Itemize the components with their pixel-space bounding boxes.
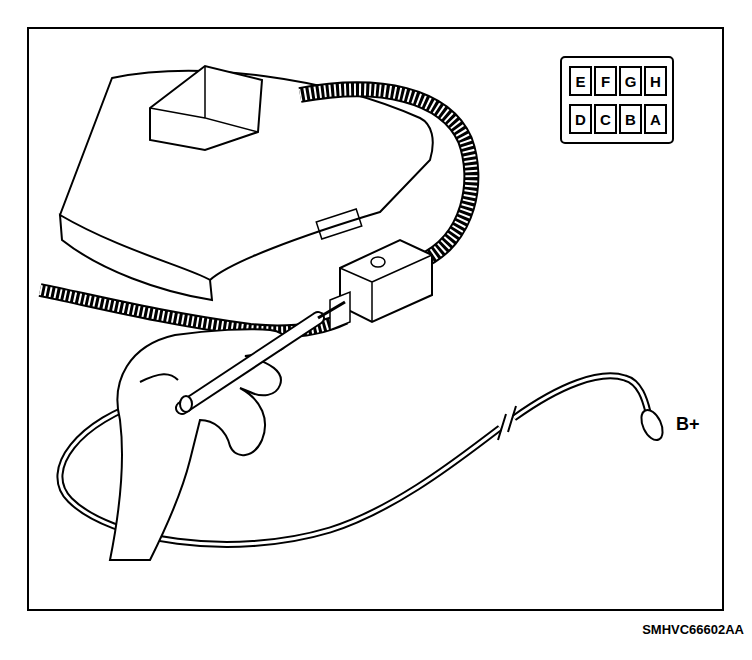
pin-letter: D [575,112,586,127]
connector-face [561,57,673,143]
test-probe-body [182,318,318,408]
break-mark [498,406,516,440]
pin-cell: C [594,104,617,134]
pin-letter: G [625,74,637,89]
test-lead [514,376,648,418]
terminal-label: B+ [676,414,700,435]
connector-rear [330,292,350,330]
pin-cell: H [644,66,667,96]
pin-letter: F [601,74,610,89]
connector-body [340,240,432,322]
harness-ribs [300,89,471,262]
pin-cell: F [594,66,617,96]
pin-letter: C [600,112,611,127]
test-lead-core [514,376,648,418]
module-side [60,215,212,300]
pin-letter: H [650,74,661,89]
thumb [140,374,178,382]
pin-cell: B [619,104,642,134]
figure-code: SMHVC66602AA [642,622,744,637]
harness [300,89,471,262]
connector-latch [371,257,385,267]
test-probe [182,318,318,408]
pin-cell: G [619,66,642,96]
pin-cell: D [569,104,592,134]
module-slot [316,209,362,239]
pin-letter: B [625,112,636,127]
probe-tip [318,302,345,318]
pin-letter: A [650,112,661,127]
pin-cell: E [569,66,592,96]
pin-cell: A [644,104,667,134]
pin-letter: E [575,74,585,89]
probe-cap [180,396,192,412]
module-boss [150,66,262,150]
module-boss-edge [150,66,258,132]
frame [28,28,723,610]
battery-clip [637,407,667,444]
connector-edge [340,255,432,322]
